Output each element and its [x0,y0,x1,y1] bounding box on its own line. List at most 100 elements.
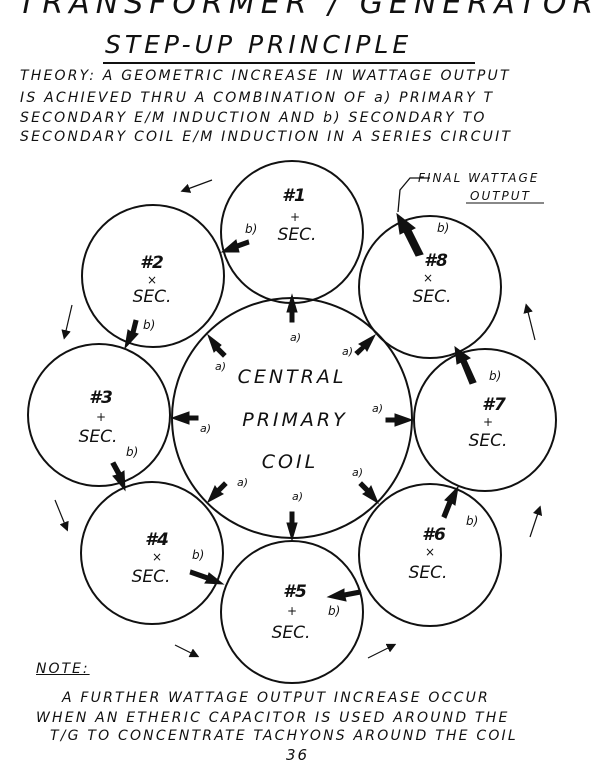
secondary-sec: SEC. [469,431,508,451]
secondary-number: #2 [140,253,164,273]
secondary-number: #5 [283,582,307,602]
arrow-a-to-3 [170,411,199,425]
subtitle-underline [103,62,475,64]
label-b: b) [466,514,478,528]
secondary-sec: SEC. [132,567,171,587]
final-output-label-2: OUTPUT [470,189,531,203]
labels-b: b) b) b) b) b) b) b) b) [126,221,501,618]
secondary-induction-arrows [110,212,477,602]
theory-line-3: SECONDARY E/M INDUCTION AND b) SECONDARY… [20,110,487,126]
secondary-label-5: #5 + SEC. [272,582,311,643]
page-title: TRANSFORMER / GENERATOR [18,0,594,21]
secondary-symbol: + [483,415,493,429]
secondary-label-8: #8 × SEC. [413,251,452,307]
secondary-number: #6 [422,525,446,545]
arrow-b-7-to-8 [454,345,477,385]
circulation-arrow-2 [61,304,73,340]
secondary-label-6: #6 × SEC. [409,525,448,583]
arrow-b-2-to-3 [124,319,139,350]
central-label-line3: COIL [262,451,318,473]
secondary-sec: SEC. [413,287,452,307]
note-line-3: T/G TO CONCENTRATE TACHYONS AROUND THE C… [50,728,518,744]
final-output-bracket [397,177,430,213]
secondary-symbol: + [96,410,106,424]
secondary-number: #8 [424,251,448,271]
secondary-symbol: × [423,271,433,285]
labels-a: a) a) a) a) a) a) a) a) [200,331,383,503]
secondary-label-2: #2 × SEC. [133,253,172,307]
label-a: a) [342,345,353,358]
secondary-sec: SEC. [409,563,448,583]
arrow-a-to-1 [286,293,298,323]
secondary-sec: SEC. [79,427,118,447]
secondary-coil-6 [358,483,502,627]
label-b: b) [328,604,340,618]
label-a: a) [292,490,303,503]
circulation-arrows [54,179,543,659]
circulation-arrow-7 [523,303,536,341]
label-a: a) [290,331,301,344]
label-b: b) [489,369,501,383]
label-b: b) [437,221,449,235]
label-b: b) [192,548,204,562]
secondary-symbol: × [152,550,162,564]
circulation-arrow-6 [529,505,543,538]
arrow-a-to-6 [358,481,380,505]
secondary-coil-8 [358,215,502,359]
note-line-1: A FURTHER WATTAGE OUTPUT INCREASE OCCUR [62,690,490,706]
arrow-b-5-to-6 [326,588,362,602]
circulation-arrow-5 [367,643,397,659]
secondary-coil-7 [413,348,557,492]
theory-line-1: THEORY: A GEOMETRIC INCREASE IN WATTAGE … [20,68,511,84]
arrow-a-to-7 [385,413,414,427]
secondary-sec: SEC. [278,225,317,245]
label-a: a) [200,422,211,435]
secondary-label-1: #1 + SEC. [278,186,317,245]
secondary-coil-2 [81,204,225,348]
label-b: b) [245,222,257,236]
page-number: 36 [286,746,310,764]
secondary-symbol: + [290,210,300,224]
secondary-symbol: × [425,545,435,559]
secondary-label-4: #4 × SEC. [132,530,171,587]
note-line-2: WHEN AN ETHERIC CAPACITOR IS USED AROUND… [36,710,510,726]
secondary-coil-4 [80,481,224,625]
circulation-arrow-3 [54,499,69,532]
subtitle: STEP-UP PRINCIPLE [105,30,413,59]
label-a: a) [215,360,226,373]
arrow-b-1-to-2 [220,239,250,253]
secondary-symbol: + [287,604,297,618]
secondary-number: #3 [89,388,113,408]
arrow-b-6-to-7 [441,485,459,519]
arrow-b-4-to-5 [189,569,225,585]
theory-line-4: SECONDARY COIL E/M INDUCTION IN A SERIES… [20,129,513,145]
label-a: a) [237,476,248,489]
secondary-number: #4 [145,530,169,550]
arrow-a-to-5 [286,511,298,542]
secondary-number: #1 [282,186,306,206]
secondary-number: #7 [482,395,506,415]
final-output-label-1: FINAL WATTAGE [418,171,539,185]
label-a: a) [372,402,383,415]
theory-line-2: IS ACHIEVED THRU A COMBINATION OF a) PRI… [20,90,495,106]
arrow-a-to-2 [206,333,227,358]
secondary-label-3: #3 + SEC. [79,388,118,447]
label-b: b) [126,445,138,459]
secondary-sec: SEC. [133,287,172,307]
secondary-label-7: #7 + SEC. [469,395,508,451]
central-label-line1: CENTRAL [238,366,347,388]
primary-induction-arrows [170,293,414,542]
arrow-a-to-4 [206,481,228,504]
note-label: NOTE: [36,661,90,677]
secondary-symbol: × [147,273,157,287]
secondary-coil-3 [27,343,171,487]
arrow-a-to-8 [354,333,377,356]
circulation-arrow-4 [174,644,200,658]
label-b: b) [143,318,155,332]
label-a: a) [352,466,363,479]
arrow-b-3-to-4 [110,461,126,492]
secondary-sec: SEC. [272,623,311,643]
arrow-b-8-output [396,212,424,257]
central-label-line2: PRIMARY [242,409,347,431]
